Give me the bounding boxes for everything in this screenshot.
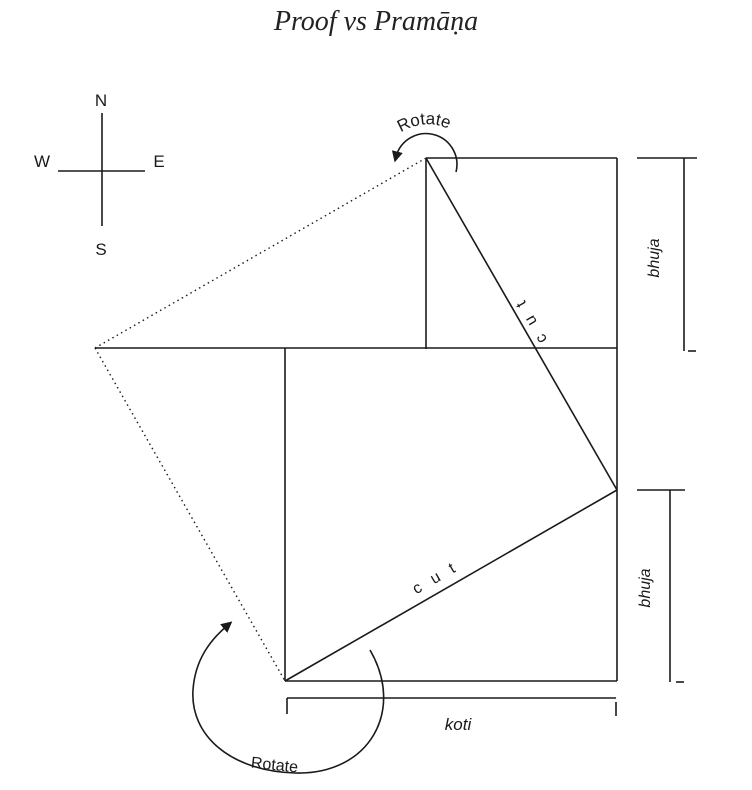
page-title: Proof vs Pramāṇa (273, 6, 479, 37)
koti-dimension: koti (286, 697, 617, 734)
compass: N S W E (34, 91, 165, 259)
rotate-arrow-bottom: Rotate (192, 621, 385, 777)
bhuja-lower-label: bhuja (637, 568, 654, 607)
dotted-line-upper (94, 157, 427, 349)
bhuja-upper-dimension: bhuja (637, 157, 697, 352)
rotate-bottom-arc (192, 621, 385, 774)
koti-label: koti (445, 715, 473, 734)
compass-east-label: E (153, 152, 164, 171)
cut-line-upper (425, 157, 618, 491)
rotate-top-label: Rotate (394, 109, 454, 136)
compass-north-label: N (95, 91, 107, 110)
cut-line-lower (284, 489, 618, 682)
rotate-bottom-label: Rotate (250, 755, 299, 777)
dotted-line-lower (94, 347, 286, 682)
cut-label-upper: c u t (511, 294, 551, 346)
bhuja-upper-label: bhuja (646, 238, 663, 277)
compass-west-label: W (34, 152, 50, 171)
cut-label-lower: c u t (410, 558, 462, 598)
bhuja-lower-dimension: bhuja (637, 489, 685, 683)
compass-south-label: S (95, 240, 106, 259)
upper-square (425, 157, 617, 349)
rotate-top-arc (391, 132, 458, 173)
rotate-arrow-top: Rotate (391, 109, 458, 173)
